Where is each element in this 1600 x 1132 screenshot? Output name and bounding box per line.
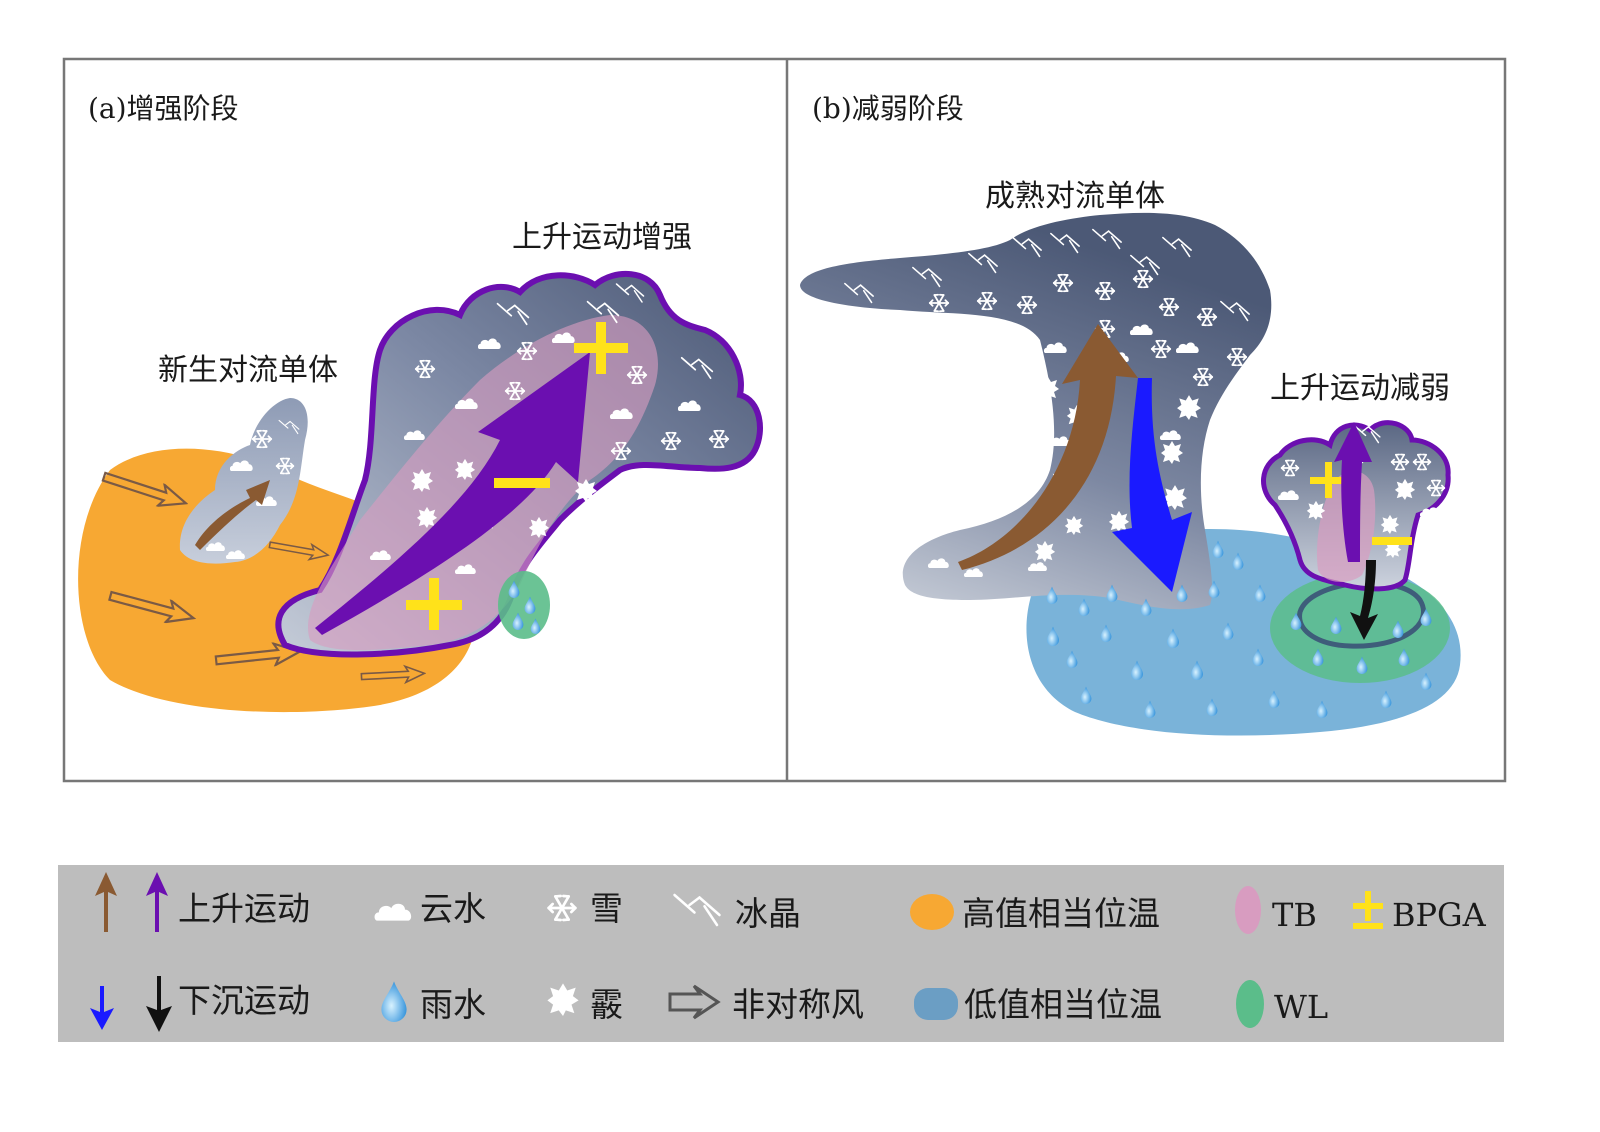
panel-a-title: (a)增强阶段: [88, 92, 239, 125]
wl-region: [498, 571, 550, 639]
legend-downdraft-black-arrow: [146, 976, 172, 1032]
legend-downdraft-blue-arrow: [90, 986, 114, 1030]
downdraft-arrow-black: [1350, 560, 1378, 640]
panel-b-title: (b)减弱阶段: [812, 92, 964, 125]
bpga-plus-upper: [574, 322, 628, 374]
legend-snow-label: 雪: [590, 889, 623, 928]
updraft-arrow-strong: [315, 352, 590, 635]
updraft-arrow-small: [195, 480, 270, 550]
legend-hail-label: 霰: [590, 985, 623, 1024]
legend-updraft-brown-arrow: [95, 872, 117, 932]
legend-cloud-water-label: 云水: [420, 889, 486, 928]
snow-icon: [1012, 331, 1034, 351]
legend-high-theta-e-swatch: [910, 894, 954, 930]
hail-icon: [575, 479, 597, 502]
updraft-arrow-mature: [958, 324, 1138, 570]
panel-a: (a)增强阶段: [78, 92, 763, 713]
legend-tb-swatch: [1235, 886, 1261, 934]
legend-updraft-label: 上升运动: [178, 889, 310, 928]
legend-wl-label: WL: [1274, 988, 1328, 1026]
legend-asym-wind-label: 非对称风: [732, 985, 864, 1024]
bpga-minus: [494, 478, 550, 488]
downdraft-arrow-blue: [1112, 378, 1192, 592]
bpga-minus-small: [1372, 537, 1412, 545]
legend-low-theta-e-label: 低值相当位温: [964, 985, 1162, 1024]
legend-low-theta-e-swatch: [914, 988, 958, 1020]
bpga-plus-lower: [406, 578, 462, 630]
cloud-water-icon: [934, 326, 957, 337]
legend: 上升运动 云水 雪 冰晶 高值相当位温 TB BPGA 下沉运动 雨水 霰 非对…: [58, 865, 1504, 1042]
legend-bpga-icon: [1353, 891, 1383, 929]
legend-tb-label: TB: [1272, 896, 1317, 934]
new-convective-cell: [179, 398, 308, 564]
legend-high-theta-e-label: 高值相当位温: [962, 894, 1160, 933]
legend-wl-swatch: [1236, 980, 1264, 1028]
bpga-plus-small: [1310, 462, 1348, 498]
mature-convective-cell: [800, 212, 1272, 610]
legend-ice-label: 冰晶: [735, 894, 801, 933]
cloud-water-icon: [972, 334, 993, 344]
updraft-enhanced-label: 上升运动增强: [512, 220, 692, 255]
mature-cell-label: 成熟对流单体: [985, 179, 1165, 214]
figure-frame: [62, 57, 1507, 783]
legend-asym-wind-icon: [668, 984, 721, 1020]
new-cell-label: 新生对流单体: [158, 353, 338, 388]
legend-rain-label: 雨水: [420, 985, 486, 1024]
legend-downdraft-label: 下沉运动: [178, 981, 310, 1020]
panel-b: (b)减弱阶段: [800, 92, 1461, 736]
updraft-weakened-label: 上升运动减弱: [1270, 371, 1450, 406]
legend-updraft-purple-arrow: [146, 872, 168, 932]
updraft-arrow-weak: [1334, 422, 1372, 562]
legend-bpga-label: BPGA: [1392, 896, 1487, 934]
